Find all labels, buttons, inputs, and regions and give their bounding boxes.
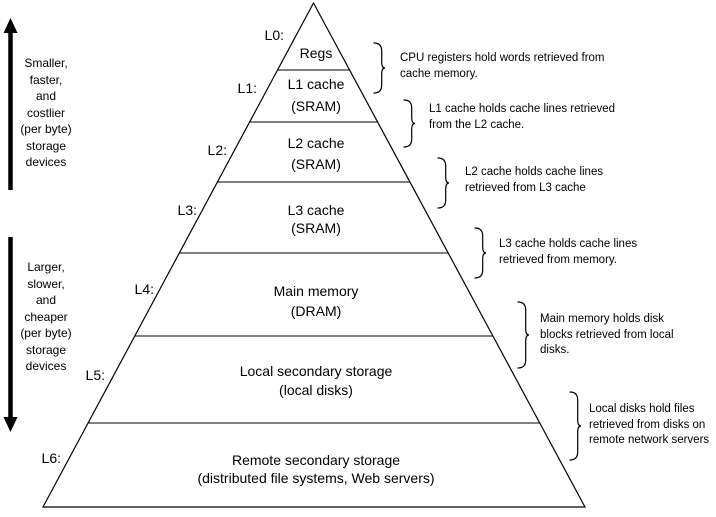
annotation-line: Local disks hold files: [589, 403, 695, 415]
level-text-l0-line1: Regs: [299, 45, 333, 61]
level-text-l3-line1: L3 cache: [287, 202, 345, 218]
brace-icon-l2: [437, 157, 450, 209]
brace-icon-l0: [373, 42, 386, 94]
annotation-l5-local-disks: Local disks hold files retrieved from di…: [589, 402, 709, 449]
left-label-line: Smaller,: [24, 56, 68, 70]
left-label-line: slower,: [27, 276, 65, 291]
level-id-l0: L0:: [264, 27, 284, 43]
annotation-line: remote network servers: [589, 434, 710, 446]
level-text-l4-line2: (DRAM): [290, 303, 342, 319]
pyramid-outline: [41, 1, 587, 508]
annotation-line: retrieved from memory.: [499, 253, 618, 266]
annotation-line: from the L2 cache.: [429, 118, 525, 131]
down-arrow-icon: [3, 417, 18, 432]
level-id-l6: L6:: [41, 450, 61, 466]
level-text-l1-line1: L1 cache: [287, 76, 345, 92]
level-id-l2: L2:: [207, 142, 227, 158]
up-arrow-icon: [3, 18, 18, 33]
left-label-line: and: [35, 293, 57, 307]
left-label-line: (per byte): [20, 122, 72, 136]
annotation-l2-cache: L2 cache holds cache lines retrieved fro…: [465, 165, 603, 196]
level-text-l5-line2: (local disks): [279, 382, 353, 398]
annotation-line: L3 cache holds cache lines: [499, 238, 638, 250]
brace-icon-l4: [517, 301, 530, 369]
annotation-line: disks.: [540, 344, 570, 356]
left-label-line: cheaper: [24, 309, 68, 324]
level-text-l6-line1: Remote secondary storage: [231, 452, 401, 468]
level-text-l5-line1: Local secondary storage: [239, 363, 393, 379]
level-id-l5: L5:: [85, 367, 105, 383]
level-text-l6-line2: (distributed file systems, Web servers): [197, 470, 435, 486]
annotation-l1-cache: L1 cache holds cache lines retrieved fro…: [429, 102, 615, 133]
annotation-line: cache memory.: [400, 67, 478, 80]
left-label-line: storage: [25, 138, 67, 153]
level-text-l2-line1: L2 cache: [287, 135, 345, 151]
annotation-l0-registers: CPU registers hold words retrieved from …: [400, 51, 605, 82]
annotation-line: blocks retrieved from local: [540, 328, 674, 341]
annotation-line: retrieved from disks on: [589, 418, 706, 431]
brace-icon-l5: [569, 391, 582, 461]
left-label-line: (per byte): [20, 326, 72, 340]
level-id-l1: L1:: [237, 80, 257, 96]
left-label-line: storage: [25, 342, 67, 357]
left-label-line: devices: [25, 359, 67, 373]
annotation-l3-cache: L3 cache holds cache lines retrieved fro…: [499, 237, 637, 268]
annotation-line: L1 cache holds cache lines retrieved: [429, 103, 616, 115]
level-text-l2-line2: (SRAM): [291, 156, 341, 172]
level-text-l4-line1: Main memory: [273, 283, 359, 299]
annotation-line: Main memory holds disk: [540, 313, 664, 325]
annotation-l4-main-memory: Main memory holds disk blocks retrieved …: [540, 312, 674, 359]
level-id-l4: L4:: [134, 281, 154, 297]
left-label-larger-slower: Larger, slower, and cheaper (per byte) s…: [2, 259, 90, 375]
left-label-line: and: [35, 89, 57, 103]
level-id-l3: L3:: [177, 202, 197, 218]
level-text-l1-line2: (SRAM): [291, 98, 341, 114]
left-label-smaller-faster: Smaller, faster, and costlier (per byte)…: [2, 55, 90, 171]
annotation-line: CPU registers hold words retrieved from: [400, 52, 605, 64]
level-text-l3-line2: (SRAM): [291, 220, 341, 236]
left-label-line: faster,: [29, 72, 63, 87]
annotation-line: L2 cache holds cache lines: [465, 166, 604, 178]
left-label-line: Larger,: [27, 260, 65, 274]
annotation-line: retrieved from L3 cache: [465, 181, 586, 194]
brace-icon-l3: [474, 227, 487, 279]
brace-icon-l1: [403, 99, 416, 148]
left-label-line: costlier: [26, 105, 65, 120]
left-label-line: devices: [25, 155, 67, 169]
